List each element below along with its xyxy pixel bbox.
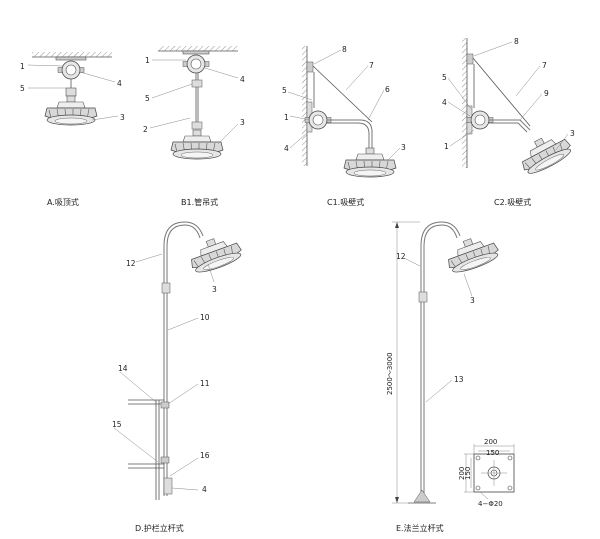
label-c1-6: 6 <box>385 85 390 94</box>
figure-c2-wall-mount <box>447 38 575 179</box>
label-d-14: 14 <box>118 364 128 373</box>
figure-c1-wall-mount <box>287 46 401 178</box>
flange-holes: 4−Φ20 <box>478 500 503 508</box>
label-c2-4: 4 <box>442 98 447 107</box>
figure-e-flange-pole <box>392 221 515 504</box>
caption-b1: B1.管吊式 <box>181 197 218 207</box>
label-d-12: 12 <box>126 259 136 268</box>
caption-c1: C1.吸壁式 <box>327 197 364 207</box>
label-c1-8: 8 <box>342 45 347 54</box>
label-d-10: 10 <box>200 313 210 322</box>
flange-plate-detail <box>464 444 515 500</box>
label-c2-9: 9 <box>544 89 549 98</box>
label-d-3: 3 <box>212 285 217 294</box>
figure-b1-pipe-pendant <box>149 46 239 160</box>
flange-height-inner: 150 <box>464 467 472 480</box>
pole-height-dimension: 2500～3000 <box>386 352 394 395</box>
flange-height-outer: 200 <box>458 467 466 480</box>
label-b1-1: 1 <box>145 56 150 65</box>
label-e-3: 3 <box>470 296 475 305</box>
label-c2-1: 1 <box>444 142 449 151</box>
caption-a: A.吸顶式 <box>47 197 79 207</box>
caption-d: D.护栏立杆式 <box>135 523 184 533</box>
figure-a-ceiling-mount <box>27 52 119 126</box>
label-d-11: 11 <box>200 379 210 388</box>
label-b1-2: 2 <box>143 125 148 134</box>
label-c1-3: 3 <box>401 143 406 152</box>
label-a-4: 4 <box>117 79 122 88</box>
label-b1-4: 4 <box>240 75 245 84</box>
label-c2-8: 8 <box>514 37 519 46</box>
flange-width-outer: 200 <box>484 438 497 446</box>
figure-d-guardrail-pole <box>113 221 245 500</box>
label-c2-3: 3 <box>570 129 575 138</box>
label-a-5: 5 <box>20 84 25 93</box>
label-a-1: 1 <box>20 62 25 71</box>
label-c2-7: 7 <box>542 61 547 70</box>
label-c2-5: 5 <box>442 73 447 82</box>
caption-c2: C2.吸壁式 <box>494 197 531 207</box>
label-b1-5: 5 <box>145 94 150 103</box>
label-e-13: 13 <box>454 375 464 384</box>
caption-e: E.法兰立杆式 <box>396 523 444 533</box>
label-a-3: 3 <box>120 113 125 122</box>
flange-width-inner: 150 <box>486 449 499 457</box>
label-e-12: 12 <box>396 252 406 261</box>
label-c1-5: 5 <box>282 86 287 95</box>
label-d-4: 4 <box>202 485 207 494</box>
label-d-16: 16 <box>200 451 210 460</box>
label-d-15: 15 <box>112 420 122 429</box>
label-c1-4: 4 <box>284 144 289 153</box>
label-c1-7: 7 <box>369 61 374 70</box>
label-c1-1: 1 <box>284 113 289 122</box>
label-b1-3: 3 <box>240 118 245 127</box>
